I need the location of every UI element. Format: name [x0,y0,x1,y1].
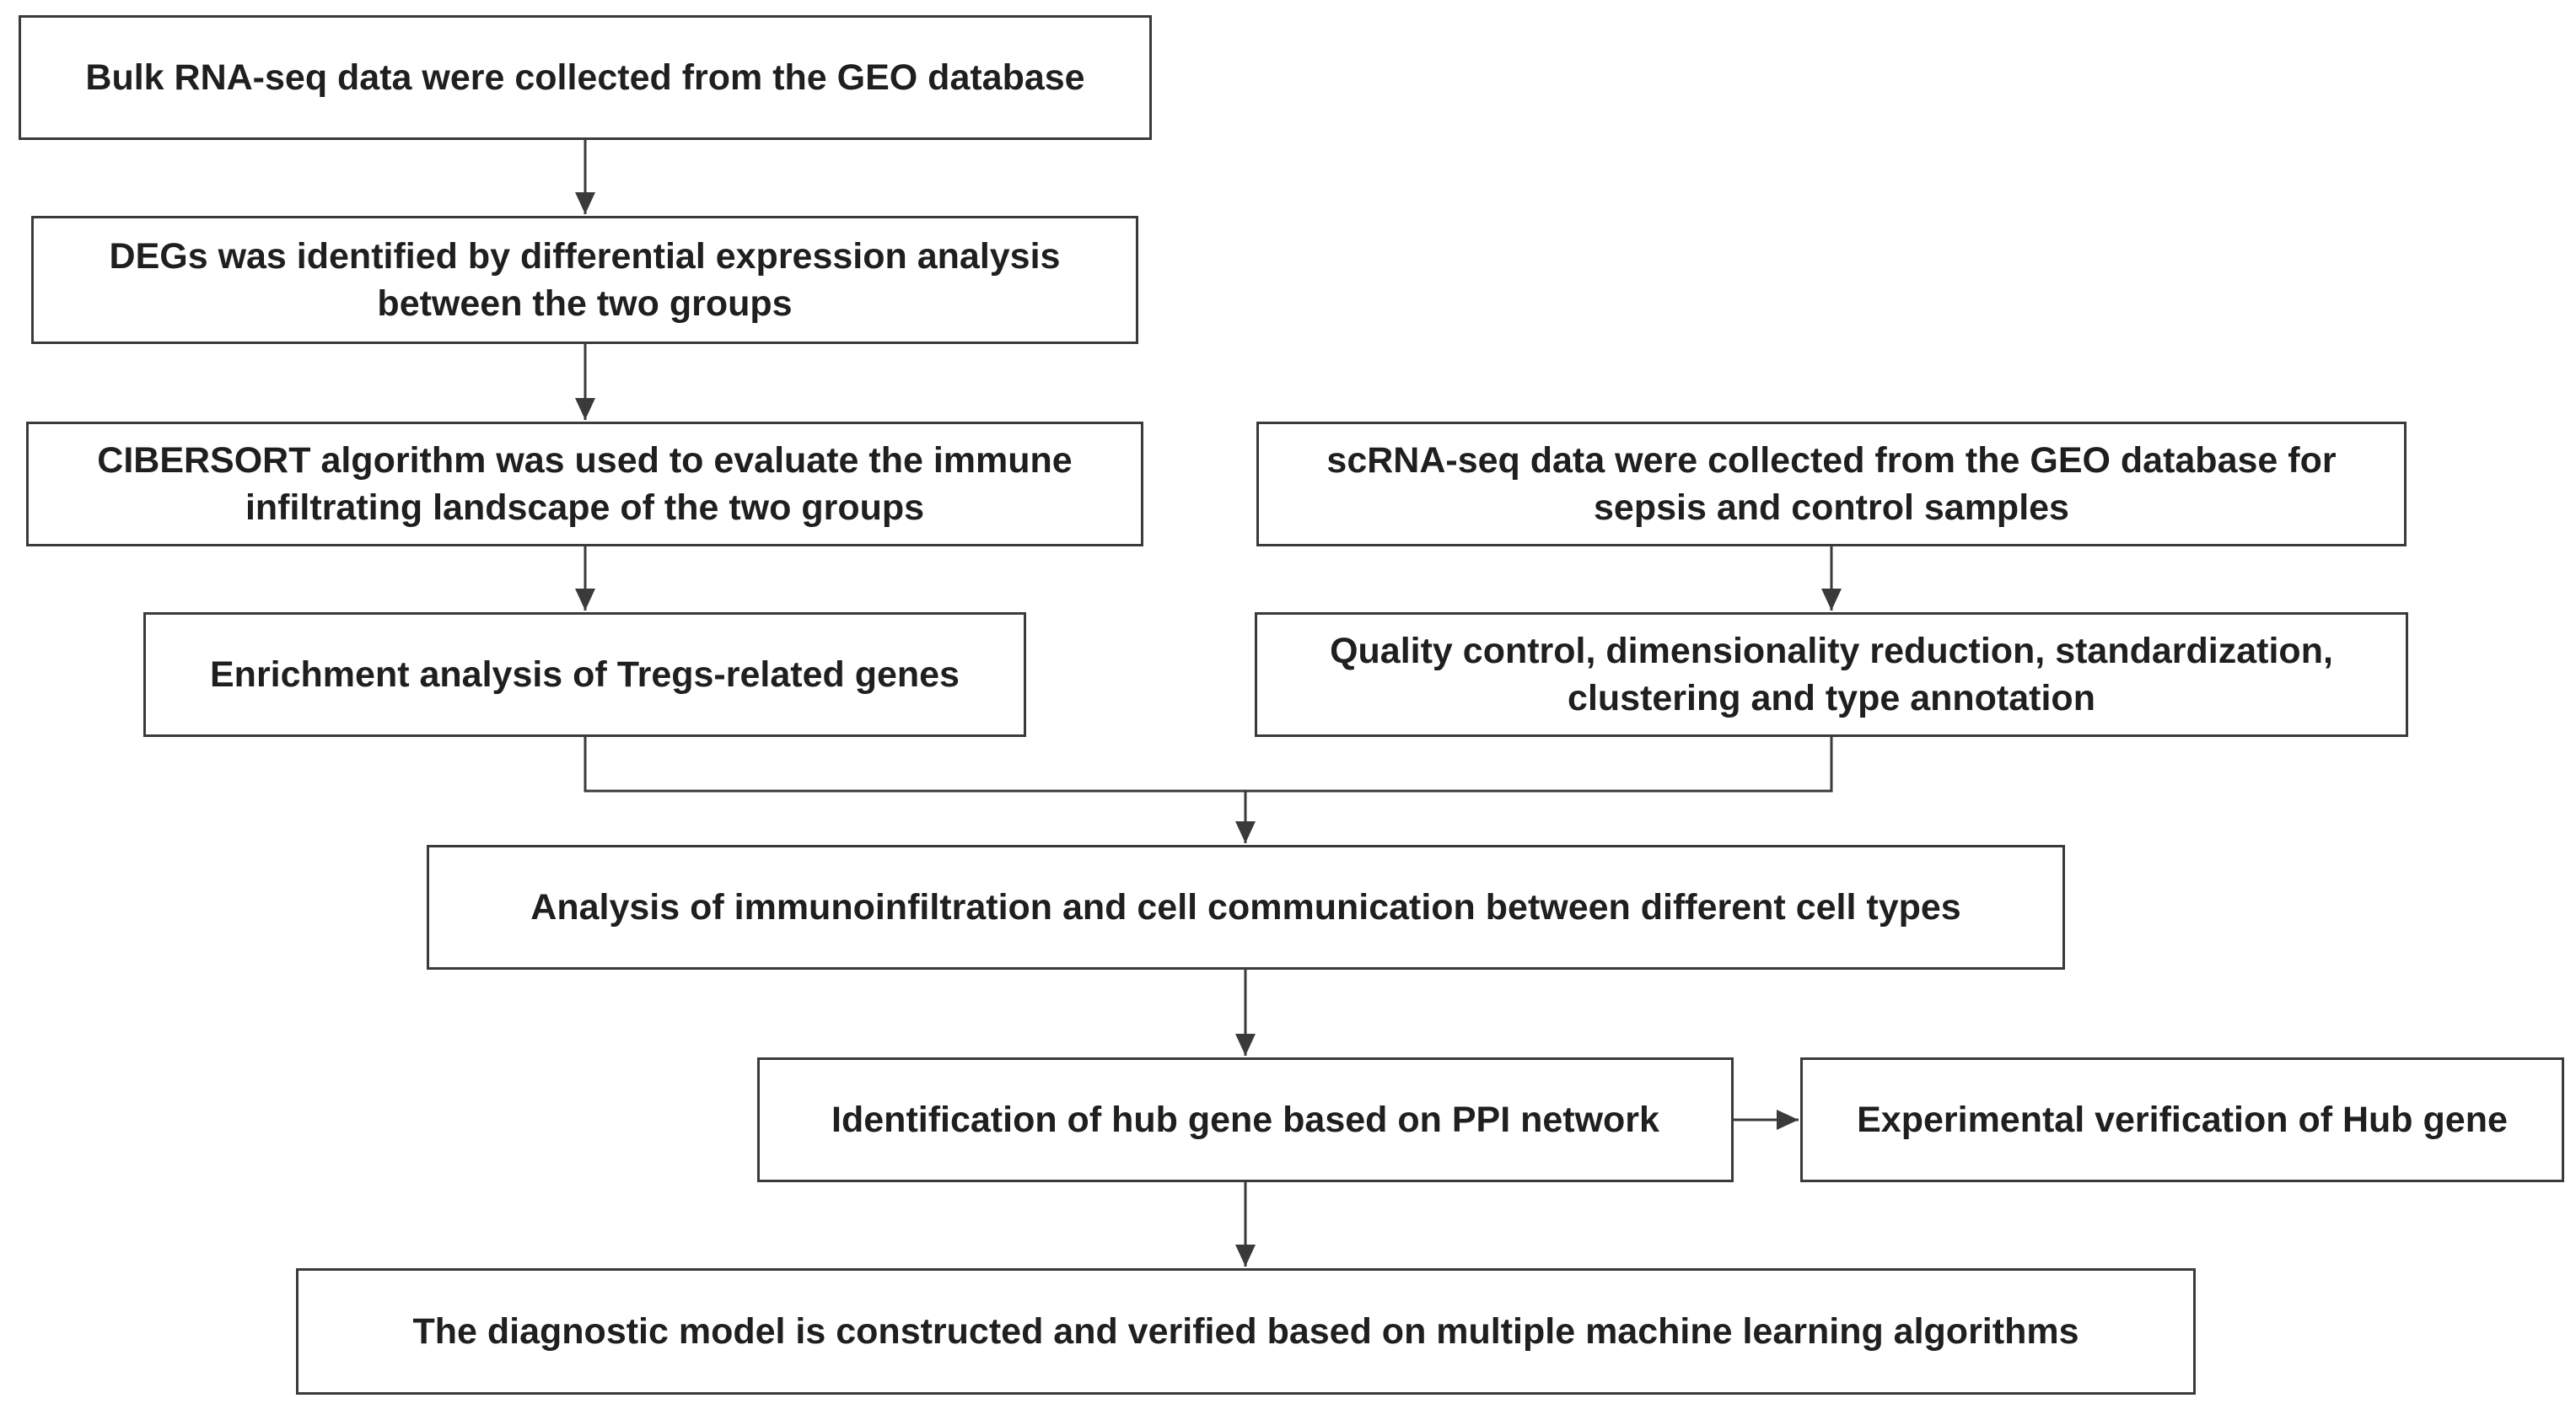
step-enrichment-analysis: Enrichment analysis of Tregs-related gen… [143,612,1026,737]
step-quality-control: Quality control, dimensionality reductio… [1255,612,2408,737]
step-cibersort-evaluation: CIBERSORT algorithm was used to evaluate… [26,422,1143,546]
arrowhead [575,398,595,420]
arrowhead [575,589,595,610]
step-scrna-seq-collection: scRNA-seq data were collected from the G… [1256,422,2407,546]
merge-connector [583,737,1833,793]
step-label: Bulk RNA-seq data were collected from th… [85,57,1085,98]
step-label: scRNA-seq data were collected from the G… [1326,440,2337,528]
arrowhead [575,192,595,214]
step-label: Quality control, dimensionality reductio… [1330,631,2333,718]
step-label: Identification of hub gene based on PPI … [831,1100,1659,1140]
step-label: The diagnostic model is constructed and … [412,1311,2079,1352]
step-label: DEGs was identified by differential expr… [109,236,1061,324]
arrowhead [1235,1245,1256,1267]
arrowhead [1235,821,1256,843]
step-label: Analysis of immunoinfiltration and cell … [530,887,1961,928]
step-label: CIBERSORT algorithm was used to evaluate… [97,440,1073,528]
arrowhead [1235,1034,1256,1056]
step-deg-identification: DEGs was identified by differential expr… [31,216,1138,344]
step-label: Enrichment analysis of Tregs-related gen… [210,654,960,695]
arrowhead [1777,1110,1799,1130]
step-bulk-rna-seq-collection: Bulk RNA-seq data were collected from th… [19,15,1152,140]
arrowhead [1821,589,1842,610]
step-diagnostic-model: The diagnostic model is constructed and … [296,1268,2196,1395]
step-immunoinfiltration-analysis: Analysis of immunoinfiltration and cell … [427,845,2065,970]
step-label: Experimental verification of Hub gene [1857,1100,2508,1140]
step-hub-gene-identification: Identification of hub gene based on PPI … [757,1057,1734,1182]
step-experimental-verification: Experimental verification of Hub gene [1800,1057,2564,1182]
